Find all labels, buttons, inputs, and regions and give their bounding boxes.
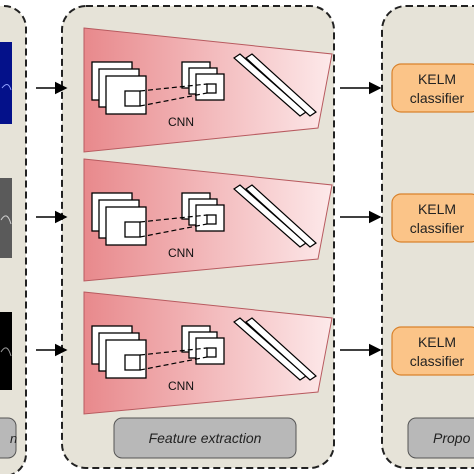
proposed-caption: Propo (433, 430, 471, 446)
receptive-field-line-2a (139, 214, 208, 223)
input-image-3 (0, 312, 12, 390)
feature-maps-large-1 (91, 61, 147, 115)
feature-maps-large-3 (91, 325, 147, 379)
kelm-label-2: KELM (418, 201, 456, 217)
dense-layer-3b (245, 317, 317, 381)
pipeline-row-2: CNN KELM classifier (36, 158, 474, 282)
receptive-field-line-3b (139, 356, 208, 371)
kelm-label-1: KELM (418, 71, 456, 87)
kelm-classifier-box-2 (391, 193, 474, 243)
input-image-2-detail (0, 215, 12, 225)
kelm-classifier-box-1 (391, 63, 474, 113)
input-caption-box (0, 417, 17, 459)
cnn-label-1: CNN (168, 115, 194, 129)
classifier-label-3: classifier (410, 353, 465, 369)
receptive-field-line-3a (139, 347, 208, 356)
cnn-label-3: CNN (168, 379, 194, 393)
feature-maps-large-2 (91, 192, 147, 246)
pipeline-row-3: CNN KELM classifier (36, 291, 474, 415)
receptive-field-line-1a (139, 83, 208, 92)
kelm-classifier-box-3 (391, 326, 474, 376)
input-image-1 (0, 42, 12, 124)
receptive-field-line-1b (139, 92, 208, 107)
dense-layer-2b (245, 184, 317, 248)
classifier-label-1: classifier (410, 90, 465, 106)
proposed-caption-box (407, 417, 474, 459)
cnn-label-2: CNN (168, 246, 194, 260)
feature-maps-small-2 (181, 192, 225, 232)
classifier-label-2: classifier (410, 220, 465, 236)
feature-maps-small-3 (181, 325, 225, 365)
pipeline-row-1: CNN KELM classifier (36, 27, 474, 153)
input-image-2 (0, 178, 12, 258)
input-image-3-detail (0, 347, 12, 357)
input-panel: n (0, 5, 27, 474)
input-image-1-detail (1, 84, 12, 91)
feature-caption: Feature extraction (149, 430, 262, 446)
feature-caption-box (113, 417, 297, 459)
kelm-label-3: KELM (418, 334, 456, 350)
receptive-field-line-2b (139, 223, 208, 238)
dense-layer-1b (245, 53, 317, 117)
input-caption: n (10, 431, 17, 446)
